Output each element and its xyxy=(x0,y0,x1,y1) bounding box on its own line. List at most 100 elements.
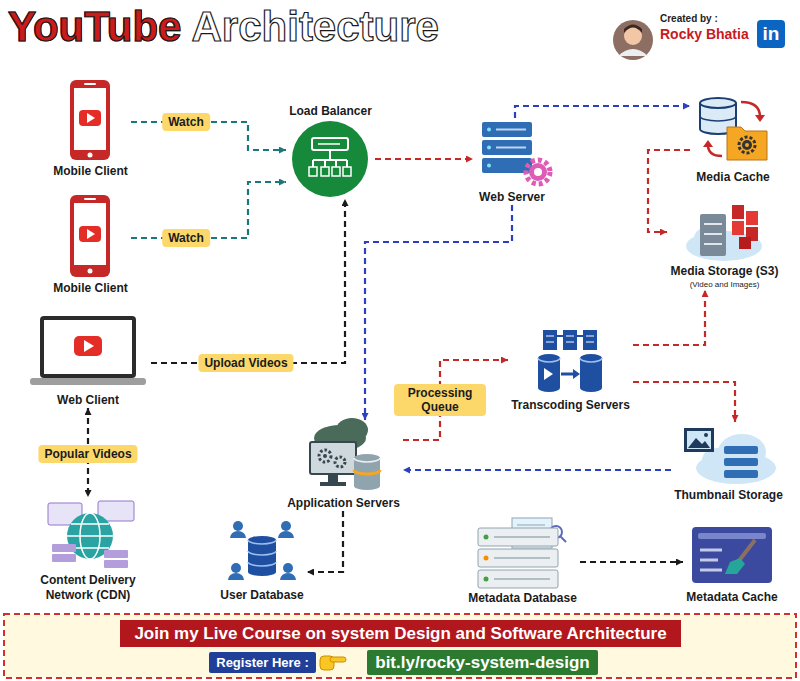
author-caption: Created by : xyxy=(660,13,718,24)
transcoding-server-icon xyxy=(557,335,563,337)
mobile-phone-icon xyxy=(79,226,101,242)
metadata-cache-icon xyxy=(725,558,745,574)
mobile-phone-icon xyxy=(79,110,101,126)
node-sublabel: (Video and Images) xyxy=(690,279,760,290)
web-server-icon xyxy=(496,129,526,131)
mobile-phone-icon xyxy=(84,198,96,200)
dashed-connector xyxy=(580,561,683,563)
laptop-icon xyxy=(84,340,94,352)
metadata-database-icon xyxy=(494,536,550,538)
banner-frame xyxy=(4,614,796,678)
transcoding-server-icon xyxy=(538,354,560,392)
media-storage-icon xyxy=(732,221,744,235)
laptop-icon xyxy=(44,320,132,374)
metadata-cache-icon xyxy=(698,533,766,539)
metadata-cache-icon xyxy=(692,527,772,583)
node-label: Media Storage (S3) xyxy=(670,264,778,279)
transcoding-server-icon xyxy=(561,373,575,376)
metadata-database-icon xyxy=(478,570,558,588)
media-storage-icon xyxy=(700,214,726,256)
cache-node: Media Cache xyxy=(690,94,776,185)
cdn-icon xyxy=(52,554,76,562)
application-server-icon xyxy=(336,418,368,442)
client-node: Mobile Client xyxy=(50,193,131,296)
register-button: Register Here : xyxy=(209,652,316,673)
author-avatar xyxy=(613,20,653,60)
user-database-icon xyxy=(280,573,296,580)
node-label: Metadata Cache xyxy=(686,590,777,605)
load-balancer-icon xyxy=(346,160,348,167)
banner-frame xyxy=(4,614,796,678)
application-server-icon xyxy=(310,418,380,490)
cache-node: Metadata Cache xyxy=(683,522,781,605)
media-storage-icon xyxy=(704,233,722,235)
laptop-icon xyxy=(30,378,146,385)
edge-label: Watch xyxy=(162,229,210,247)
transcoding-server-icon xyxy=(577,335,583,337)
load-balancer-icon xyxy=(312,160,314,167)
dashed-connector xyxy=(365,205,512,420)
edge-label: Processing Queue xyxy=(394,384,486,416)
load-balancer-icon xyxy=(292,121,368,197)
server-node: Application Servers xyxy=(284,420,403,511)
cdn-icon xyxy=(71,547,109,549)
edge-label: Upload Videos xyxy=(198,354,293,372)
load-balancer-icon xyxy=(321,167,329,176)
load-balancer-icon xyxy=(312,138,348,150)
link-button: bit.ly/rocky-system-design xyxy=(367,650,598,675)
mobile-phone-icon xyxy=(70,80,110,160)
node-label: Join my Live Course on system Design and… xyxy=(134,623,666,644)
web-server-icon xyxy=(526,160,550,184)
mobile-phone-icon xyxy=(87,229,95,239)
user-database-icon xyxy=(248,536,276,576)
media-storage-icon xyxy=(704,223,722,225)
metadata-database-icon xyxy=(484,577,489,582)
node-label: Web Client xyxy=(57,393,119,408)
load-balancer-icon xyxy=(335,160,337,167)
load-balancer-node: Load Balancer xyxy=(286,104,375,199)
metadata-database-icon xyxy=(560,536,566,542)
media-cache-icon xyxy=(700,103,736,108)
dashed-connector xyxy=(307,511,343,572)
dashed-connector xyxy=(403,469,671,471)
web-server-icon xyxy=(529,163,547,181)
application-server-icon xyxy=(354,470,380,474)
thumbnail-storage-icon xyxy=(724,458,758,466)
node-label: Metadata Database xyxy=(468,591,577,606)
user-database-icon xyxy=(230,531,246,538)
node-label: Mobile Client xyxy=(53,281,128,296)
metadata-cache-icon xyxy=(700,549,722,552)
dashed-connector xyxy=(151,199,345,363)
transcoding-server-icon xyxy=(580,354,602,392)
database-node: User Database xyxy=(217,518,307,603)
web-server-icon xyxy=(482,122,550,184)
web-server-icon xyxy=(482,122,532,137)
media-cache-icon xyxy=(742,140,752,150)
metadata-database-icon xyxy=(484,556,489,561)
media-cache-icon xyxy=(703,140,713,147)
media-cache-icon xyxy=(727,127,767,160)
thumbnail-storage-icon xyxy=(684,428,776,484)
web-server-icon xyxy=(487,146,491,150)
transcoding-server-icon xyxy=(573,369,580,379)
load-balancer-icon xyxy=(292,121,368,197)
metadata-database-icon xyxy=(478,518,566,588)
cdn-icon xyxy=(71,523,109,525)
thumbnail-storage-icon xyxy=(724,470,758,478)
author-avatar xyxy=(613,20,653,60)
transcoding-server-icon xyxy=(586,336,594,337)
application-server-icon xyxy=(354,458,380,462)
transcoding-server-icon xyxy=(546,342,554,343)
mobile-phone-icon xyxy=(84,83,96,85)
dashed-connector xyxy=(633,382,735,422)
media-cache-icon xyxy=(745,143,749,147)
laptop-icon xyxy=(74,336,102,356)
server-node: Transcoding Servers xyxy=(508,326,633,413)
cdn-icon xyxy=(104,560,128,568)
cdn-node: Content Delivery Network (CDN) xyxy=(23,497,153,603)
metadata-database-icon xyxy=(484,535,489,540)
thumbnail-storage-icon xyxy=(704,433,708,437)
node-label: Application Servers xyxy=(287,496,400,511)
dashed-connector xyxy=(375,158,473,160)
